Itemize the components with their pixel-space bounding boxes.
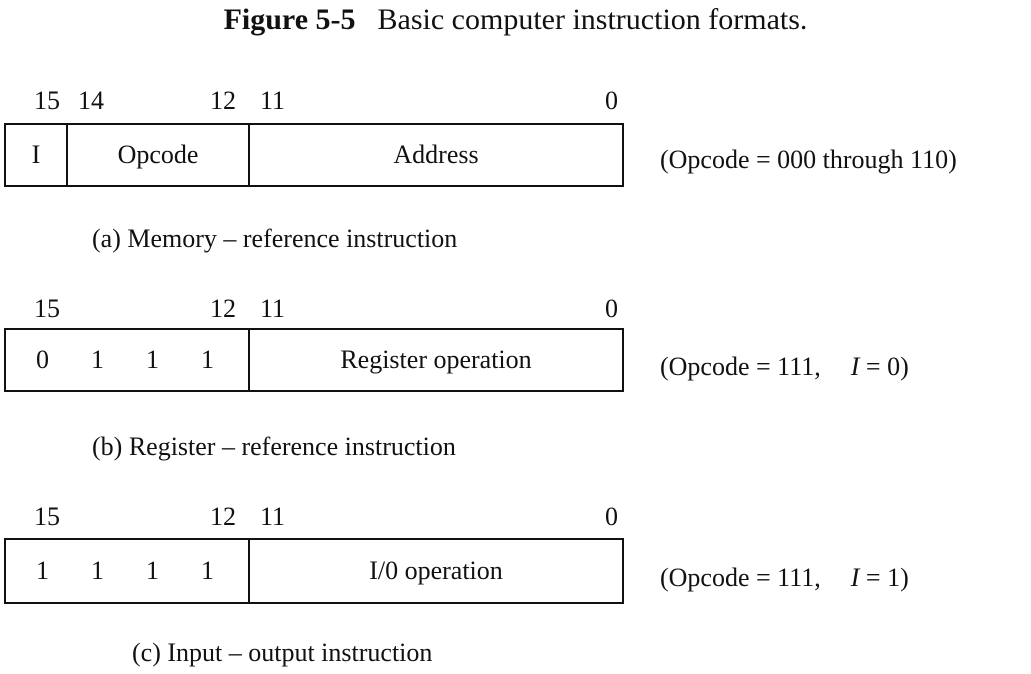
bit-11-label: 11 [260,502,286,531]
bit-11-label: 11 [260,294,286,323]
bit-0-label: 0 [605,502,618,531]
note-variable: I [850,352,860,381]
bit-14-label: 14 [78,86,104,115]
indirect-bit-field: I [6,125,68,185]
opcode-bit: 1 [36,556,49,585]
bit-15-label: 15 [34,502,60,531]
opcode-note: (Opcode = 111, I = 1) [660,563,909,593]
note-variable: I [850,563,860,592]
opcode-range-note: (Opcode = 000 through 110) [660,145,957,174]
bit-0-label: 0 [605,86,618,115]
instruction-word-box: 1 1 1 1 I/0 operation [4,538,624,604]
opcode-bits-field: 1 1 1 1 [6,540,250,602]
register-operation-field: Register operation [340,345,532,374]
opcode-bit: 1 [201,556,214,585]
opcode-bit: 0 [36,345,49,374]
opcode-bit: 1 [91,556,104,585]
opcode-field: Opcode [68,125,250,185]
bit-12-label: 12 [210,294,236,323]
bit-11-label: 11 [260,86,286,115]
bit-12-label: 12 [210,502,236,531]
bit-15-label: 15 [34,86,60,115]
figure-title: Basic computer instruction formats. [377,3,808,36]
bit-15-label: 15 [34,294,60,323]
bit-0-label: 0 [605,294,618,323]
note-prefix: (Opcode = 111, [660,563,821,592]
subcaption-a: (a) Memory – reference instruction [92,224,458,253]
io-operation-field: I/0 operation [369,556,503,585]
bit-12-label: 12 [210,86,236,115]
figure-label: Figure 5-5 [223,3,356,36]
instruction-word-box: 0 1 1 1 Register operation [4,328,624,392]
opcode-bits-field: 0 1 1 1 [6,330,250,390]
address-field: Address [393,140,479,169]
opcode-bit: 1 [201,345,214,374]
note-suffix: = 0) [859,352,909,381]
opcode-note: (Opcode = 111, I = 0) [660,352,909,382]
subcaption-b: (b) Register – reference instruction [92,432,456,461]
subcaption-c: (c) Input – output instruction [132,638,433,667]
opcode-bit: 1 [146,345,159,374]
opcode-bit: 1 [146,556,159,585]
instruction-word-box: I Opcode Address [4,123,624,187]
note-suffix: = 1) [859,563,909,592]
opcode-bit: 1 [91,345,104,374]
note-prefix: (Opcode = 111, [660,352,821,381]
figure-caption: Figure 5-5 Basic computer instruction for… [0,2,1031,38]
